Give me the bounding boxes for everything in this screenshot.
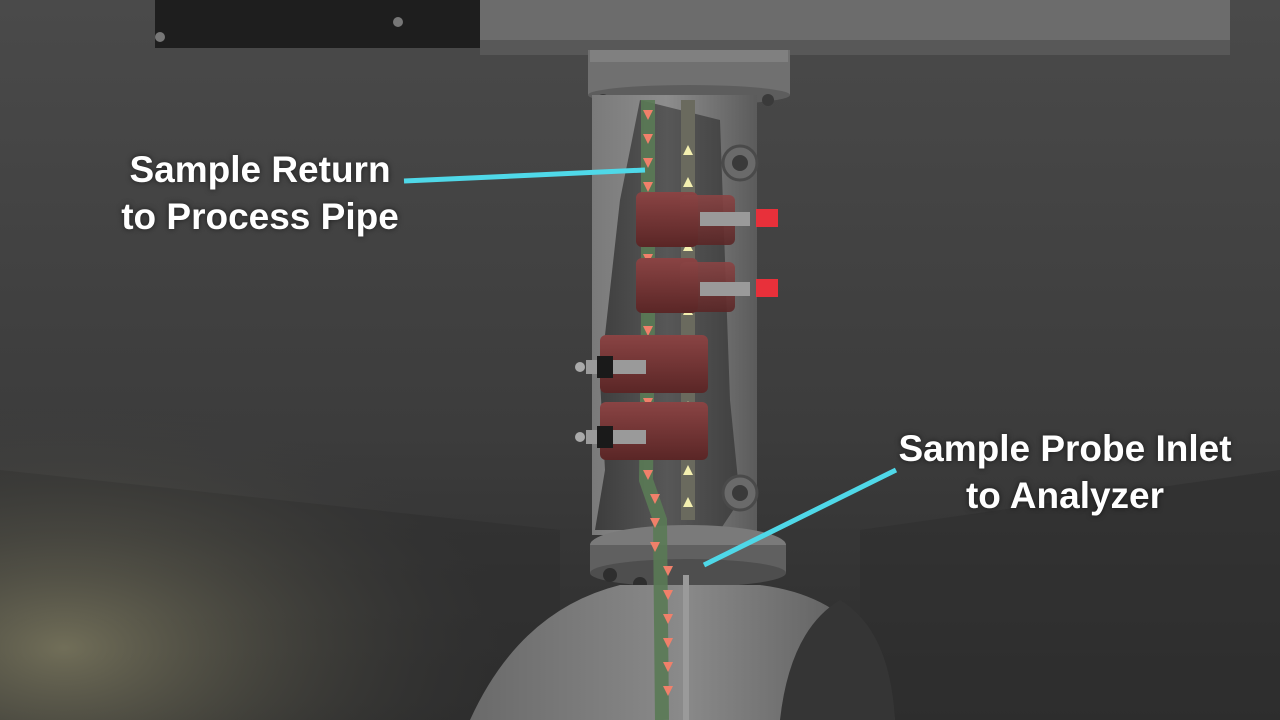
valve-2[interactable] [636, 258, 778, 313]
arrow-down-icon [663, 662, 673, 672]
arrow-up-icon [683, 177, 693, 187]
process-pipe [470, 585, 895, 720]
arrow-down-icon [663, 566, 673, 576]
arrow-down-icon [643, 110, 653, 120]
valve-1[interactable] [636, 192, 778, 247]
probe-body [592, 95, 759, 535]
arrow-down-icon [663, 638, 673, 648]
top-right-housing [480, 0, 1230, 55]
valve-handle-icon[interactable] [756, 209, 778, 227]
valve-handle-icon[interactable] [756, 279, 778, 297]
valve-4[interactable] [575, 402, 708, 460]
arrow-down-icon [663, 686, 673, 696]
screw-icon [393, 17, 403, 27]
arrow-down-icon [643, 182, 653, 192]
bolt-icon [762, 94, 774, 106]
arrow-down-icon [650, 494, 660, 504]
sample-probe-inlet-label: Sample Probe Inlet to Analyzer [880, 425, 1250, 519]
valve-handle-icon[interactable] [597, 356, 613, 378]
arrow-down-icon [643, 158, 653, 168]
arrow-down-icon [650, 542, 660, 552]
sample-return-label: Sample Return to Process Pipe [100, 146, 420, 240]
arrow-down-icon [643, 326, 653, 336]
sample-return-label-line2: to Process Pipe [121, 196, 399, 237]
valve-3[interactable] [575, 335, 708, 393]
top-left-enclosure [155, 0, 485, 48]
sample-probe-inlet-leader-line [702, 467, 898, 568]
arrow-down-icon [663, 590, 673, 600]
arrow-up-icon [683, 145, 693, 155]
arrow-up-icon [683, 465, 693, 475]
arrow-down-icon [663, 614, 673, 624]
sample-return-leader-line [403, 167, 646, 184]
arrow-down-icon [650, 518, 660, 528]
bolt-icon [603, 568, 617, 582]
arrow-down-icon [643, 134, 653, 144]
bottom-flange [590, 525, 786, 599]
screw-icon [155, 32, 165, 42]
valve-handle-icon[interactable] [597, 426, 613, 448]
sample-probe-inlet-label-line1: Sample Probe Inlet [898, 428, 1232, 469]
arrow-down-icon [643, 470, 653, 480]
sample-return-label-line1: Sample Return [129, 149, 391, 190]
arrow-up-icon [683, 497, 693, 507]
sample-probe-inlet-label-line2: to Analyzer [965, 475, 1165, 516]
